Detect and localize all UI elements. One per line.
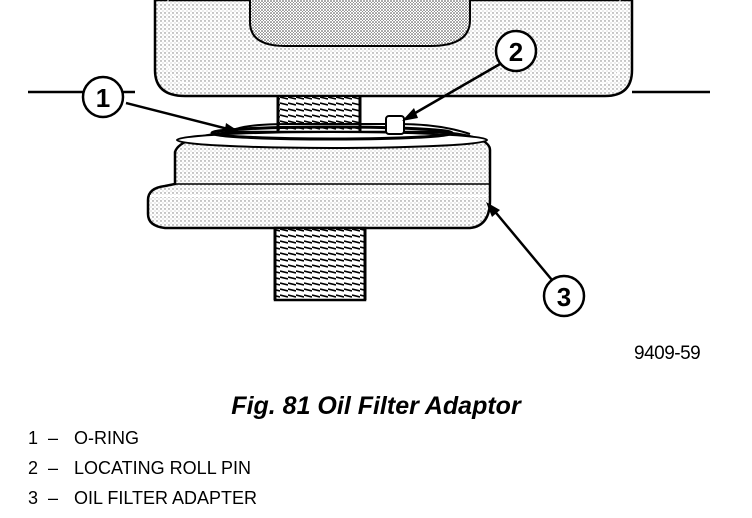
legend-item-number: 3 (28, 488, 39, 508)
callout-3-label: 3 (557, 282, 571, 312)
legend-item-separator: – (48, 458, 59, 478)
callout-1: 1 (81, 75, 240, 135)
legend-item: 2–LOCATING ROLL PIN (28, 458, 257, 488)
legend-item: 3–OIL FILTER ADAPTER (28, 488, 257, 518)
callout-2-label: 2 (509, 37, 523, 67)
o-ring (210, 125, 454, 141)
legend: 1–O-RING 2–LOCATING ROLL PIN 3–OIL FILTE… (28, 428, 257, 518)
engine-block (28, 0, 710, 98)
legend-item-separator: – (48, 428, 59, 448)
legend-item-number: 1 (28, 428, 39, 448)
legend-item-label: OIL FILTER ADAPTER (74, 488, 258, 508)
legend-item-number: 2 (28, 458, 39, 478)
callout-3: 3 (486, 202, 586, 318)
callout-1-label: 1 (96, 83, 110, 113)
figure-caption: Fig. 81 Oil Filter Adaptor (231, 392, 521, 420)
legend-item-label: O-RING (74, 428, 139, 448)
legend-item-separator: – (48, 488, 59, 508)
callout-2: 2 (402, 29, 538, 121)
legend-item: 1–O-RING (28, 428, 257, 458)
threaded-stud-lower (273, 226, 367, 302)
legend-item-label: LOCATING ROLL PIN (74, 458, 252, 478)
oil-filter-adapter-illustration: 1 2 3 (28, 0, 710, 318)
image-code: 9409-59 (634, 343, 701, 364)
threaded-stud-upper (276, 95, 362, 137)
locating-roll-pin (385, 115, 405, 135)
